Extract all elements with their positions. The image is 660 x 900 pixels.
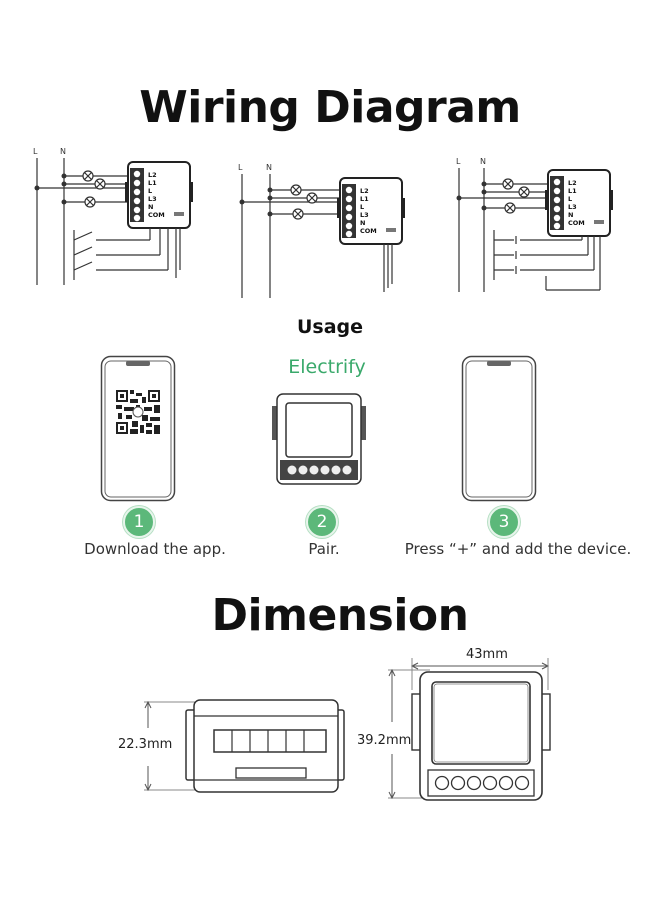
svg-text:N: N — [568, 211, 573, 219]
svg-text:L2: L2 — [148, 171, 157, 179]
svg-text:N: N — [148, 203, 153, 211]
device-icon — [272, 393, 366, 485]
device-side-view — [144, 699, 345, 793]
phone-with-qr-icon — [100, 355, 176, 502]
svg-text:COM: COM — [568, 219, 585, 227]
height-label: 39.2mm — [357, 733, 412, 748]
dimension-heading: Dimension — [211, 590, 469, 641]
svg-text:L1: L1 — [360, 195, 369, 203]
device-front-view — [388, 658, 551, 801]
width-label: 43mm — [466, 647, 508, 662]
step-2-text: Pair. — [308, 540, 340, 558]
svg-text:L: L — [148, 187, 152, 195]
step-1-text: Download the app. — [84, 540, 226, 558]
svg-text:N: N — [266, 163, 272, 172]
svg-text:L3: L3 — [568, 203, 577, 211]
svg-text:L: L — [360, 203, 364, 211]
step-2-badge: 2 — [306, 506, 338, 538]
step-3-badge: 3 — [488, 506, 520, 538]
svg-text:L: L — [238, 163, 243, 172]
usage-heading: Usage — [296, 316, 364, 338]
svg-text:L2: L2 — [360, 187, 369, 195]
phone-icon — [461, 355, 537, 502]
svg-text:L3: L3 — [148, 195, 157, 203]
line-label-l: L — [33, 147, 38, 156]
svg-text:L2: L2 — [568, 179, 577, 187]
svg-text:L1: L1 — [568, 187, 577, 195]
step-1-badge: 1 — [123, 506, 155, 538]
svg-text:L: L — [568, 195, 572, 203]
svg-text:COM: COM — [360, 227, 377, 235]
svg-text:L1: L1 — [148, 179, 157, 187]
svg-text:N: N — [360, 219, 365, 227]
step-3-text: Press “+” and add the device. — [404, 540, 632, 558]
brand-name: Electrify — [288, 356, 366, 378]
svg-text:L3: L3 — [360, 211, 369, 219]
depth-label: 22.3mm — [118, 737, 173, 752]
wiring-diagram-heading: Wiring Diagram — [139, 82, 521, 133]
line-label-n: N — [60, 147, 66, 156]
svg-text:L: L — [456, 157, 461, 166]
svg-text:COM: COM — [148, 211, 165, 219]
svg-text:N: N — [480, 157, 486, 166]
